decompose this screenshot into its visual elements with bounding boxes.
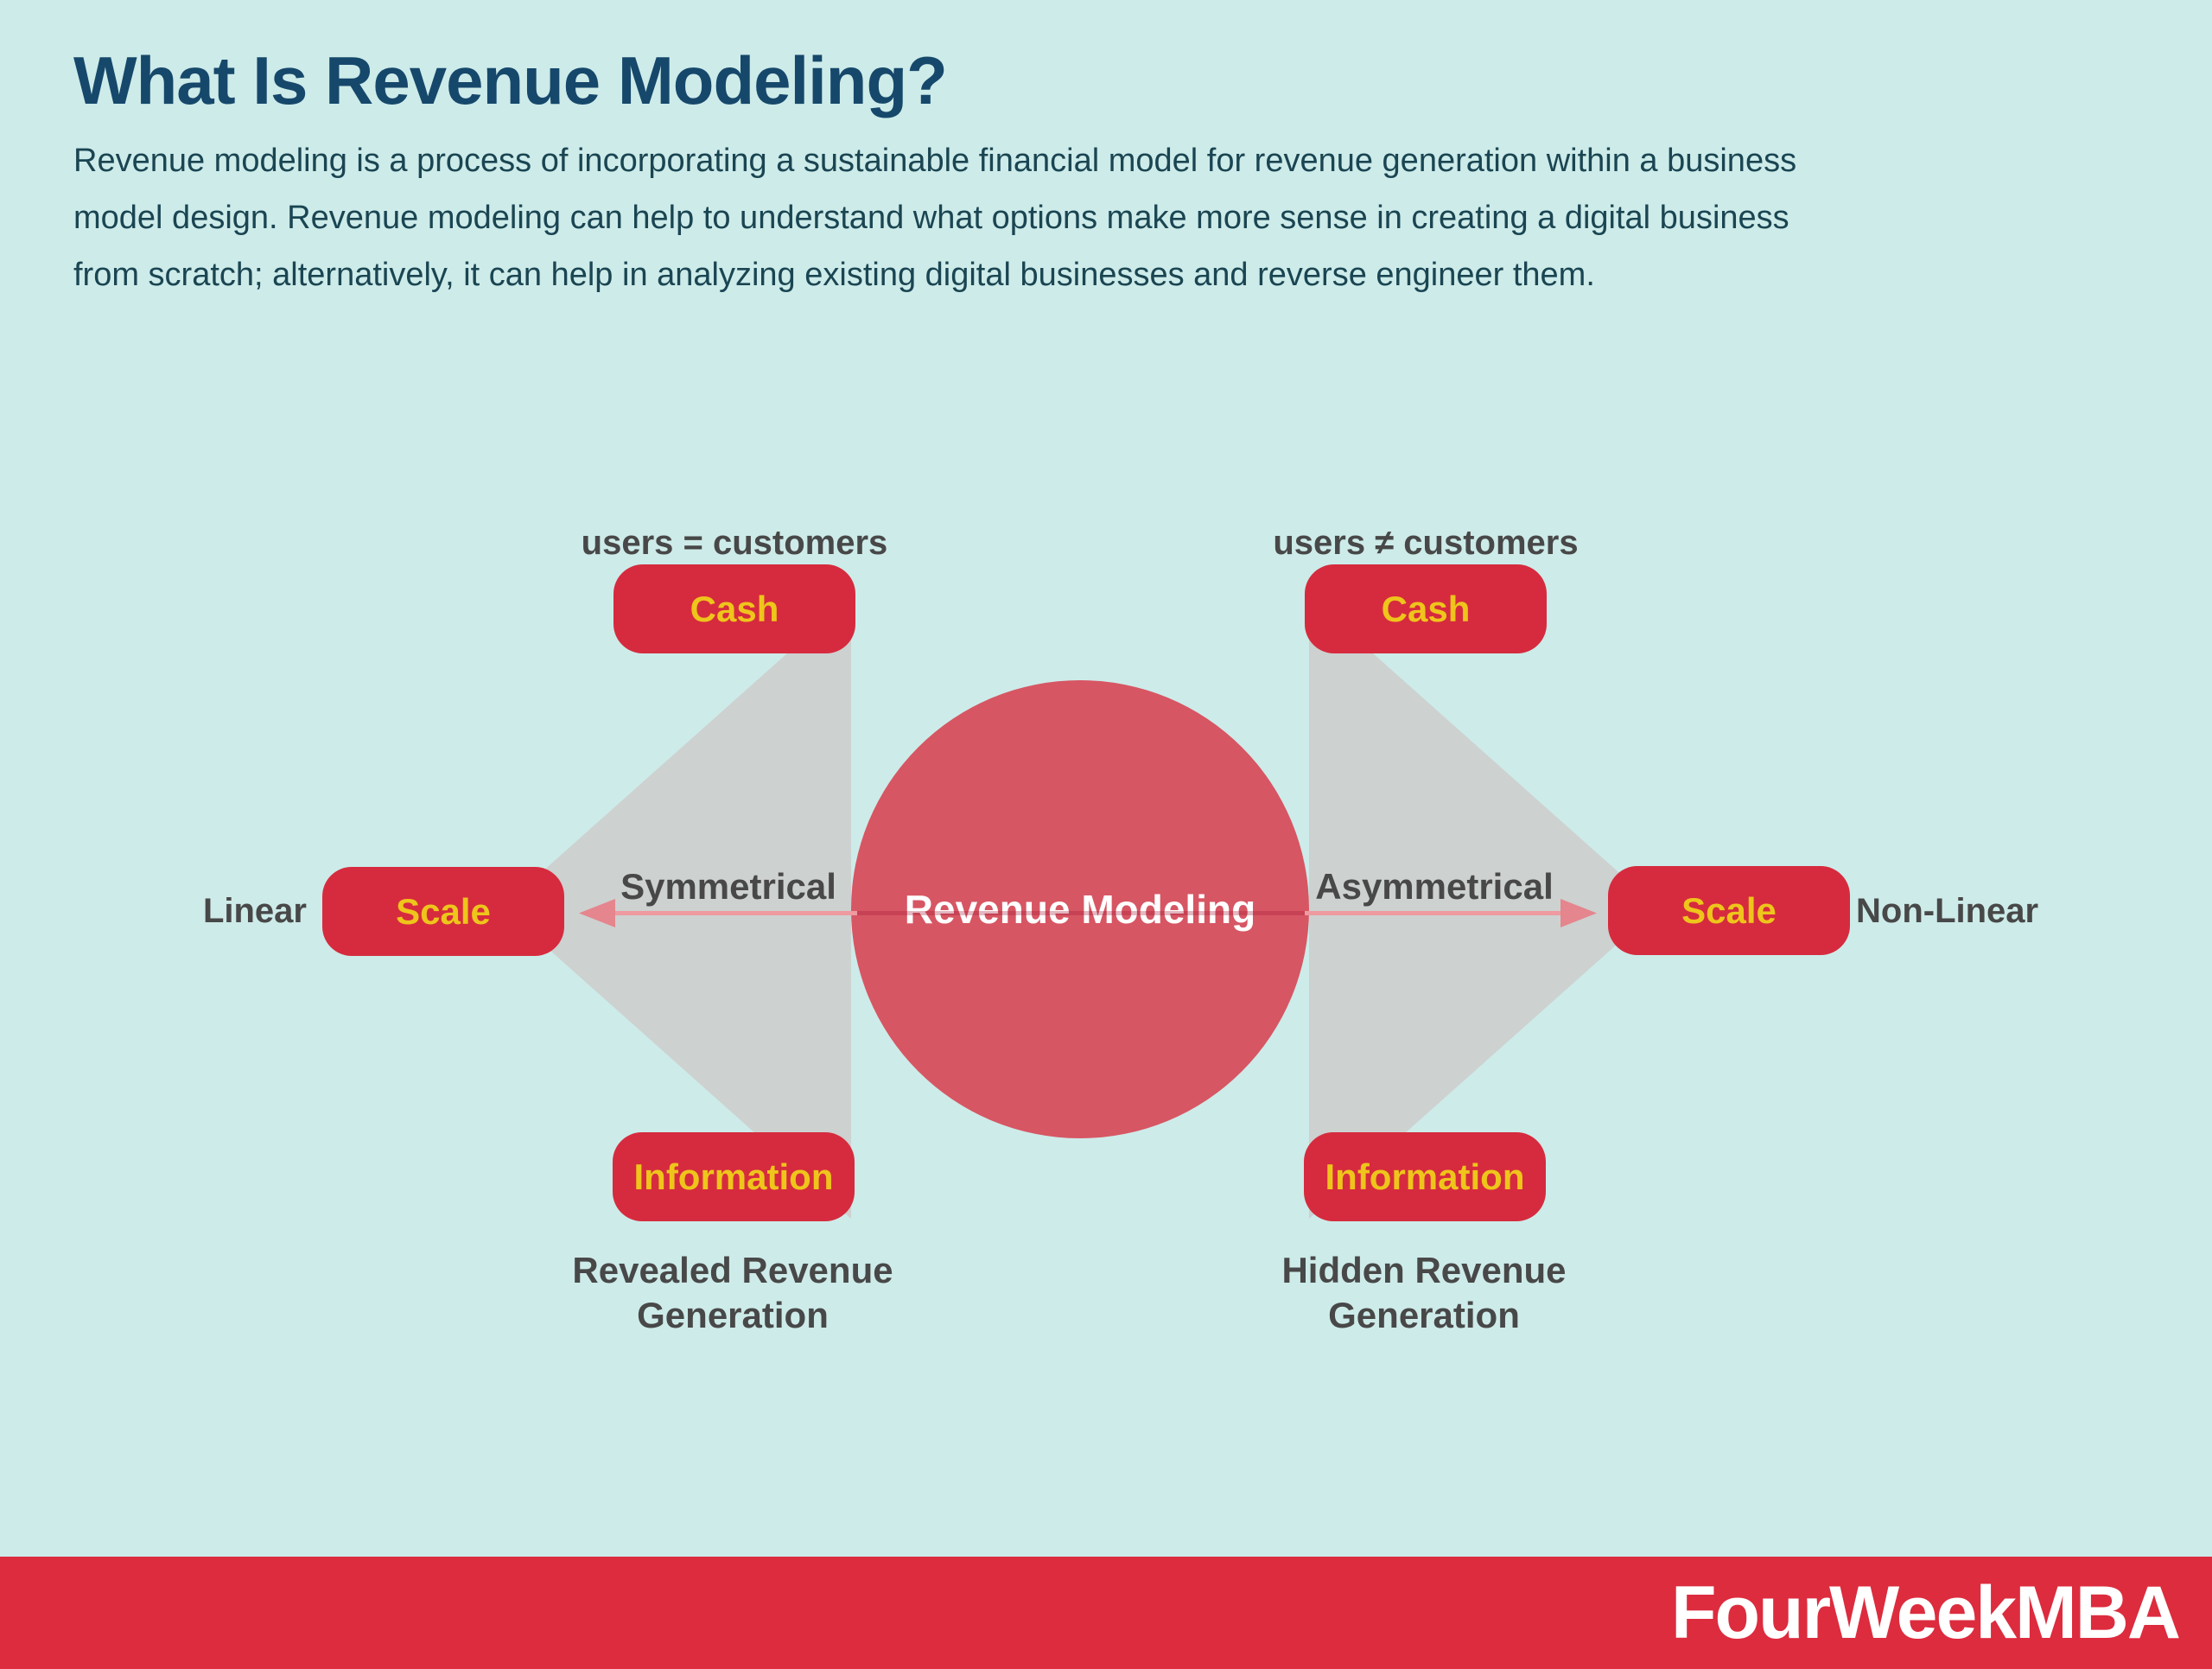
right-cash-label: Cash <box>1381 588 1471 629</box>
revealed-revenue-caption-line2: Generation <box>637 1295 829 1335</box>
description-line-1: Revenue modeling is a process of incorpo… <box>73 143 1797 179</box>
right-funnel-triangle <box>1309 596 1658 1219</box>
circle-label: Revenue Modeling <box>904 887 1256 932</box>
asymmetrical-label: Asymmetrical <box>1315 866 1554 907</box>
right-information-label: Information <box>1325 1156 1525 1197</box>
right-scale-label: Scale <box>1681 889 1777 931</box>
center-axis-line <box>851 911 1309 915</box>
revealed-revenue-caption-line1: Revealed Revenue <box>572 1250 893 1290</box>
left-cash-label: Cash <box>690 588 779 629</box>
left-information-label: Information <box>633 1156 834 1197</box>
left-scale-pill: Scale <box>322 867 564 956</box>
footer-band: FourWeekMBA <box>0 1557 2212 1669</box>
symmetrical-label: Symmetrical <box>620 866 836 907</box>
left-scale-label: Scale <box>396 890 491 932</box>
hidden-revenue-caption-line2: Generation <box>1328 1295 1520 1335</box>
revealed-revenue-caption: Revealed Revenue Generation <box>474 1248 992 1338</box>
left-header-users-equal-customers: users = customers <box>581 524 888 562</box>
brand-logo: FourWeekMBA <box>1670 1571 2181 1654</box>
description-line-2: model design. Revenue modeling can help … <box>73 200 1789 236</box>
description-line-3: from scratch; alternatively, it can help… <box>73 257 1595 293</box>
right-arrow-line <box>1305 911 1564 915</box>
right-cash-pill: Cash <box>1305 564 1547 653</box>
right-header-users-not-equal-customers: users ≠ customers <box>1273 524 1579 562</box>
non-linear-label: Non-Linear <box>1856 892 2039 930</box>
right-information-pill: Information <box>1304 1132 1546 1221</box>
hidden-revenue-caption: Hidden Revenue Generation <box>1165 1248 1683 1338</box>
left-cash-pill: Cash <box>613 564 855 653</box>
left-arrow-line <box>610 911 857 915</box>
hidden-revenue-caption-line1: Hidden Revenue <box>1281 1250 1567 1290</box>
page-title: What Is Revenue Modeling? <box>73 42 948 118</box>
revenue-modeling-circle: Revenue Modeling <box>851 680 1309 1138</box>
right-scale-pill: Scale <box>1608 866 1850 955</box>
left-information-pill: Information <box>613 1132 855 1221</box>
linear-label: Linear <box>202 892 307 930</box>
